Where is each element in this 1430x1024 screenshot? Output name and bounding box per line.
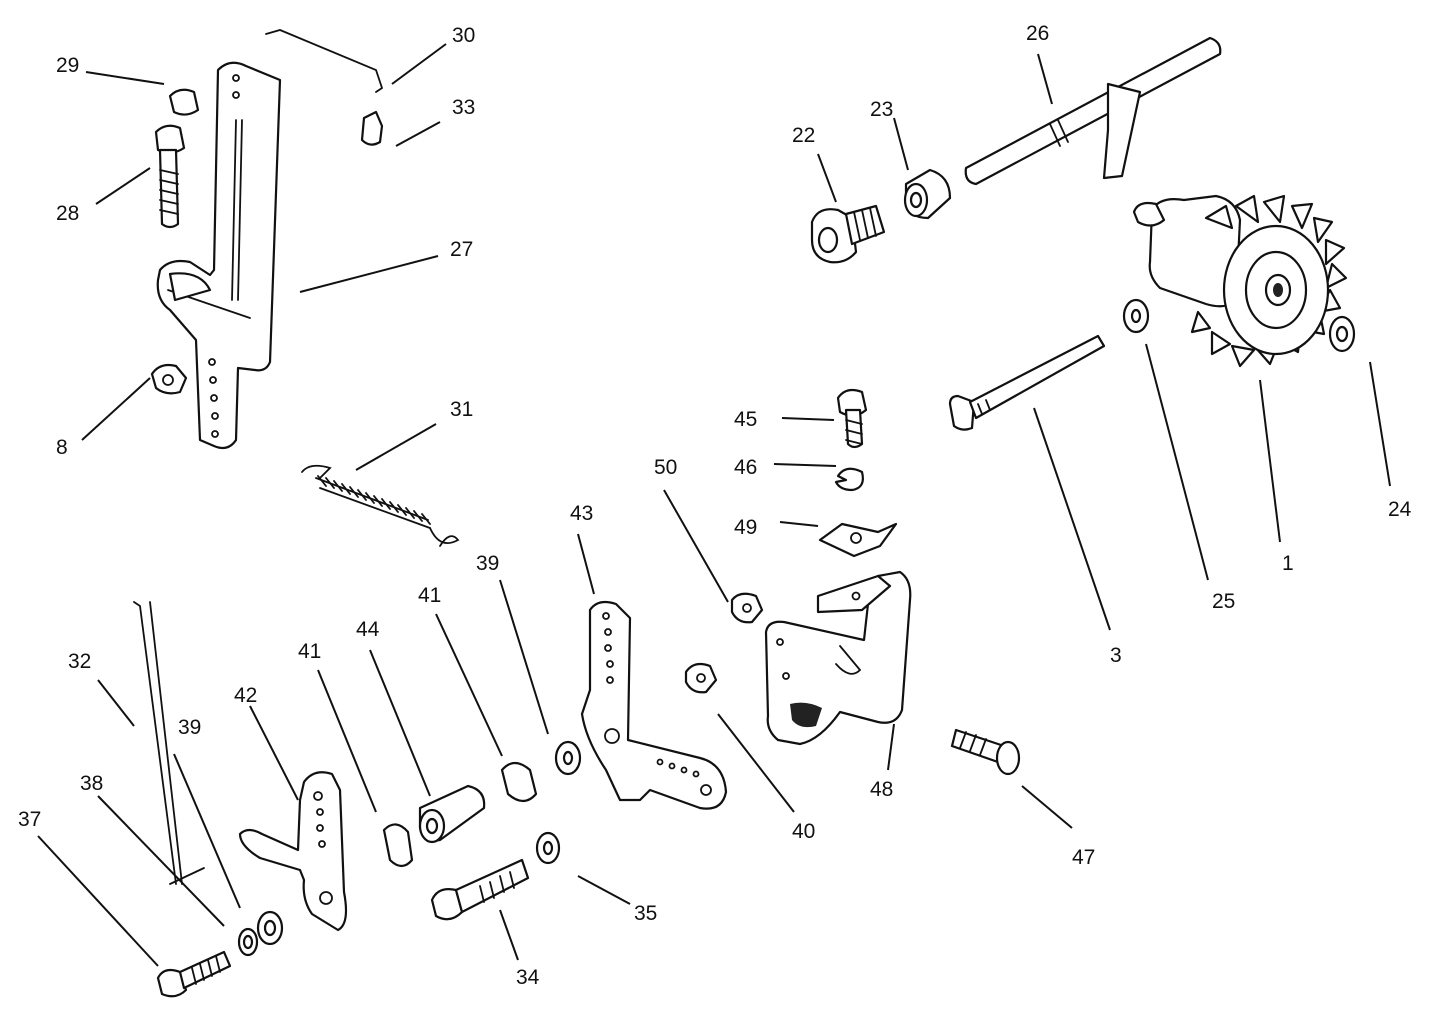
part-35-washer [535, 831, 561, 865]
part-31-spring [301, 464, 460, 547]
callout-42: 42 [234, 684, 257, 707]
part-33-clip [360, 110, 384, 146]
part-49-clip-nut [818, 522, 898, 558]
part-24-washer [1328, 315, 1356, 353]
callout-38: 38 [80, 772, 103, 795]
part-28-bolt [154, 124, 186, 229]
callout-24: 24 [1388, 498, 1412, 521]
part-3-pin [948, 334, 1106, 431]
callout-47: 47 [1072, 846, 1095, 869]
callout-30: 30 [452, 24, 475, 47]
callout-35: 35 [634, 902, 657, 925]
callout-29: 29 [56, 54, 79, 77]
callout-26: 26 [1026, 22, 1049, 45]
part-44-bushing [418, 784, 486, 844]
callout-31: 31 [450, 398, 473, 421]
callout-23: 23 [870, 98, 893, 121]
leader-lines [37, 43, 1391, 967]
callout-labels: 29 30 33 28 27 8 31 32 39 42 41 44 41 39… [18, 22, 1412, 989]
callout-50: 50 [654, 456, 677, 479]
part-8-nut [150, 363, 188, 395]
part-39a-washer [256, 910, 284, 946]
part-25-washer [1122, 298, 1150, 334]
part-45-screw [836, 388, 868, 449]
part-46-lockwasher [834, 467, 864, 492]
callout-46: 46 [734, 456, 757, 479]
callout-49: 49 [734, 516, 757, 539]
part-47-screw [950, 728, 1021, 776]
callout-33: 33 [452, 96, 475, 119]
part-32-rod [133, 601, 205, 885]
part-30-wire [265, 29, 384, 93]
part-27-bracket [156, 61, 282, 450]
callout-40: 40 [792, 820, 815, 843]
callout-34: 34 [516, 966, 540, 989]
callout-22: 22 [792, 124, 815, 147]
part-41a-clip [382, 823, 414, 868]
part-34-bolt [430, 858, 530, 921]
part-43-lever-plate [580, 600, 728, 810]
part-37-bolt [156, 950, 232, 998]
part-41b-clip [500, 761, 538, 803]
callout-41-right: 41 [418, 584, 441, 607]
callout-39-left: 39 [178, 716, 201, 739]
callout-44: 44 [356, 618, 380, 641]
callout-48: 48 [870, 778, 893, 801]
part-42-lever [238, 771, 348, 932]
callout-27: 27 [450, 238, 473, 261]
part-39b-washer [554, 740, 582, 776]
callout-25: 25 [1212, 590, 1235, 613]
part-50-nut [730, 592, 764, 624]
callout-3: 3 [1110, 644, 1122, 667]
callout-43: 43 [570, 502, 593, 525]
part-26-shaft [964, 36, 1222, 186]
part-23-bushing [903, 168, 952, 220]
callout-8: 8 [56, 436, 68, 459]
callout-37: 37 [18, 808, 41, 831]
callout-28: 28 [56, 202, 79, 225]
callout-39-right: 39 [476, 552, 499, 575]
part-29-fitting [168, 88, 200, 116]
callout-45: 45 [734, 408, 757, 431]
part-22-plug [810, 204, 886, 264]
part-48-bracket [764, 570, 912, 746]
callout-1: 1 [1282, 552, 1294, 575]
part-40-nut [684, 662, 718, 694]
part-38-washer [237, 927, 259, 957]
callout-41-left: 41 [298, 640, 321, 663]
part-1-governor-assembly [1132, 194, 1348, 368]
callout-32: 32 [68, 650, 91, 673]
